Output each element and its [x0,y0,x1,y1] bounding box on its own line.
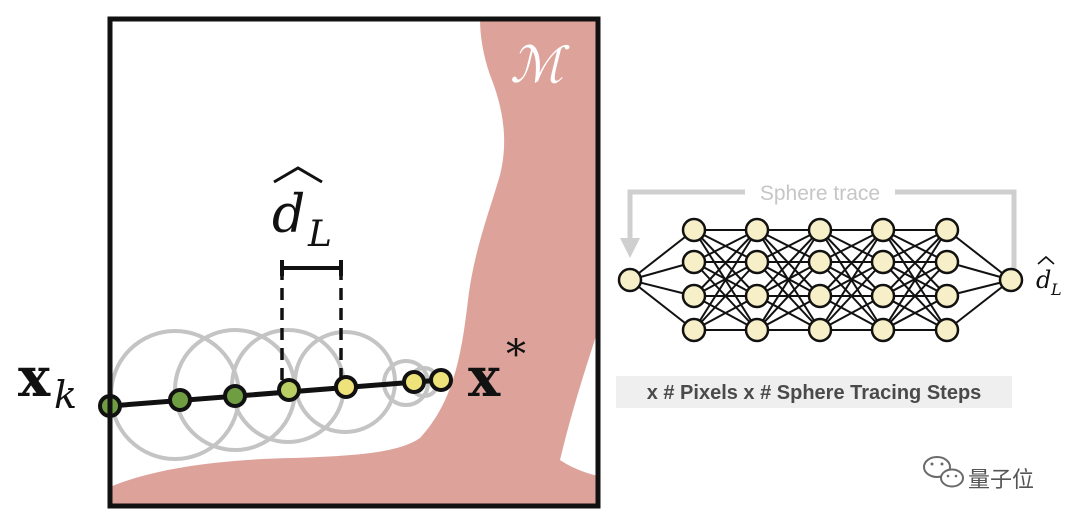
output-label: d [1036,266,1051,294]
manifold-gap [560,330,598,476]
ray-line [110,377,442,409]
network-node [870,283,896,309]
loop-label: Sphere trace [760,182,880,205]
loop-label-bg [745,178,895,206]
network-node [681,249,707,275]
left-panel: ℳ d L x k x * [18,16,601,509]
network-node [998,267,1024,293]
network-edge [819,229,884,331]
distance-hat [273,166,323,184]
network-node [807,283,833,309]
output-hat [1037,255,1055,265]
ray-sample-point [223,384,247,408]
network-nodes [617,217,1024,343]
network-edge [629,279,695,331]
manifold-region [110,19,598,506]
ray-sample-point [402,370,426,394]
network-edge [693,229,758,297]
manifold-label: ℳ [510,36,570,94]
network-node [934,283,960,309]
network-edge [693,261,758,331]
ray-sample-point [429,368,453,392]
network-node [870,249,896,275]
network-edge [756,229,821,297]
network-node [934,317,960,343]
distance-label: d [272,185,305,245]
ray-sample-point [334,375,358,399]
network-node [744,317,770,343]
network-node [807,317,833,343]
loop-arrowhead [620,238,640,258]
network-edge [693,229,758,331]
network-node [807,249,833,275]
network-node [681,317,707,343]
network-node [807,217,833,243]
network-edge [882,261,948,331]
network-edge [946,279,1012,331]
ray-points [98,368,453,418]
network-node [870,317,896,343]
ray-sample-point [277,378,301,402]
network-edge [819,261,884,331]
ray-sample-point [168,388,192,412]
network-node [617,267,643,293]
network-edge [882,229,948,297]
network-edge [882,229,948,331]
right-panel: Sphere trace d L x # Pixels x # Sphere T… [616,178,1062,408]
network-edge [819,229,884,297]
watermark-text: 量子位 [968,468,1034,493]
caption-bg [616,376,1012,408]
distance-subscript: L [307,214,332,255]
network-node [934,217,960,243]
network-node [744,283,770,309]
start-point-label: x [18,345,51,409]
end-point-label: x [468,345,501,409]
network-edges [629,229,1012,331]
network-edge [756,229,821,331]
network-edge [946,229,1012,281]
network-node [744,249,770,275]
end-point-superscript: * [506,332,526,378]
network-node [744,217,770,243]
caption: x # Pixels x # Sphere Tracing Steps [647,382,982,404]
watermark: 量子位 [923,456,1034,493]
start-point-subscript: k [54,373,77,417]
network-edge [629,229,695,281]
wechat-icon [923,456,964,488]
network-edge [756,261,821,331]
output-subscript: L [1050,280,1062,299]
network-node [681,283,707,309]
network-node [934,249,960,275]
network-node [681,217,707,243]
panel-frame [107,16,601,509]
network-node [870,217,896,243]
